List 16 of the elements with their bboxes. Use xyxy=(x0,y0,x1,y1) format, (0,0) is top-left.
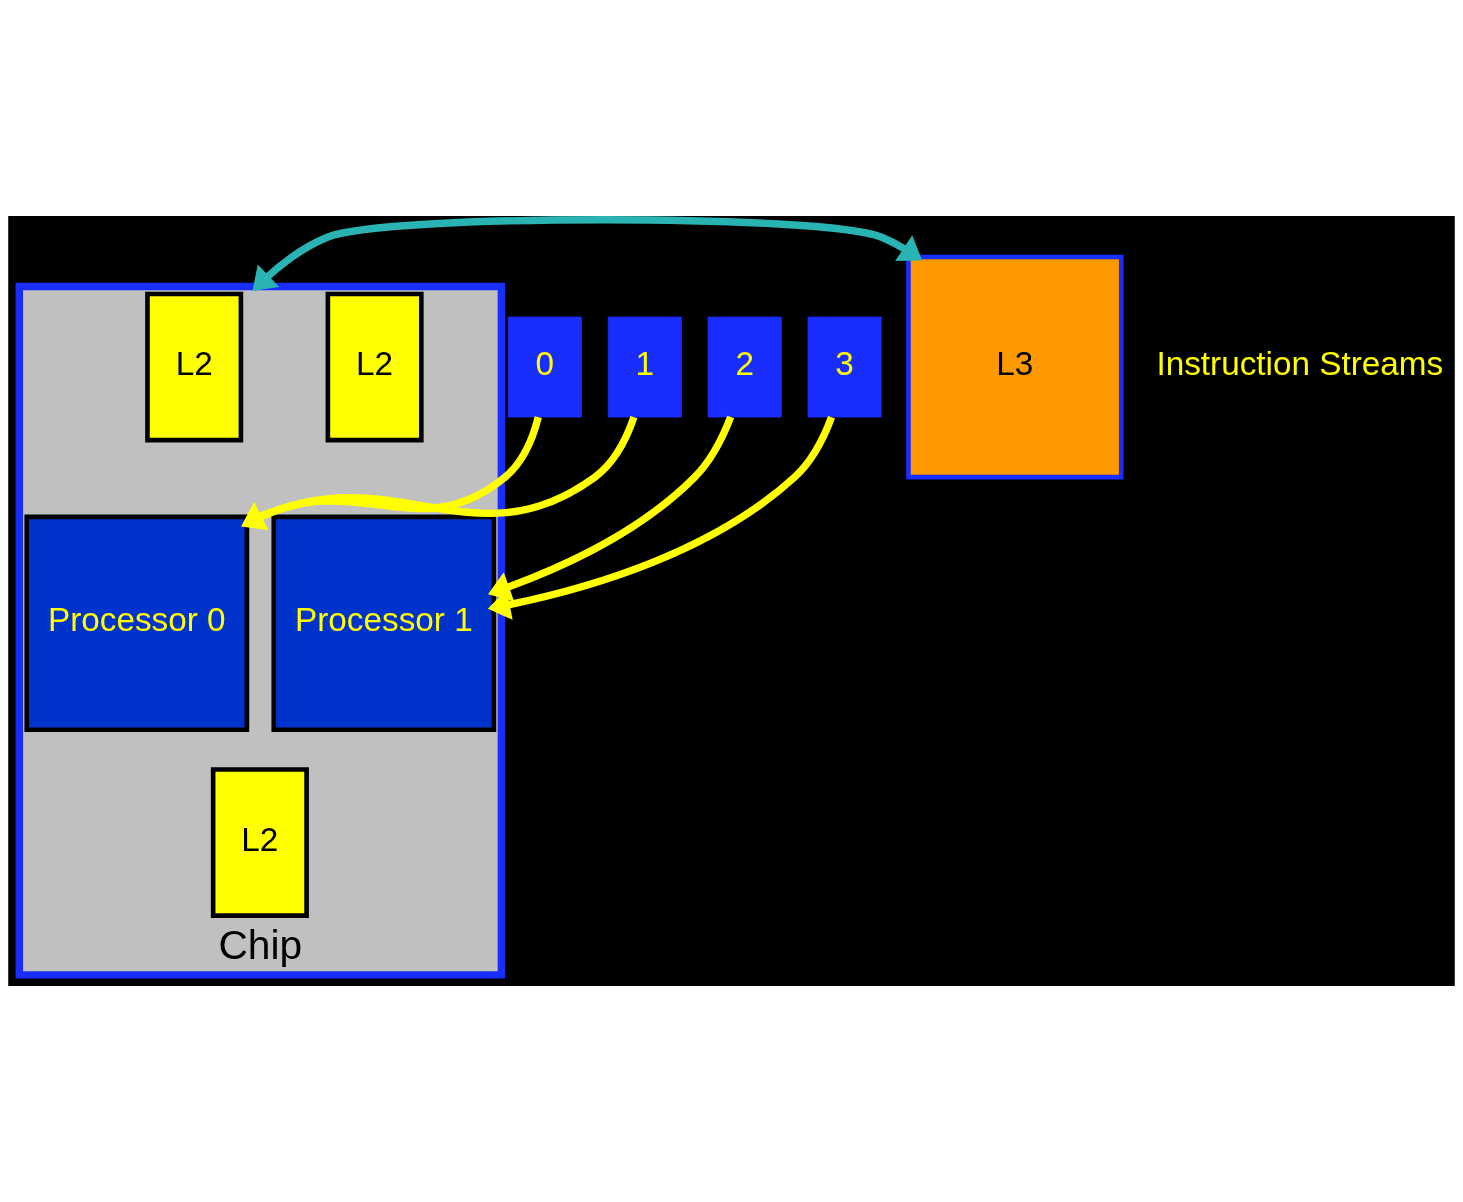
node-box: 3 xyxy=(807,316,882,418)
node-box: L2 xyxy=(145,291,244,443)
arrow xyxy=(487,415,835,620)
node-box: L2 xyxy=(325,291,424,443)
node-box: Processor 1 xyxy=(271,514,497,733)
arrow xyxy=(252,216,923,291)
arrow xyxy=(488,415,735,602)
node-box: L3 xyxy=(906,254,1124,480)
label: Instruction Streams xyxy=(1156,345,1444,383)
node-box: 0 xyxy=(507,316,582,418)
node-box: 1 xyxy=(607,316,682,418)
node-box: L2 xyxy=(210,767,309,918)
node-box: 2 xyxy=(707,316,782,418)
node-box: Processor 0 xyxy=(24,514,250,733)
arrow xyxy=(241,416,542,531)
arrow xyxy=(241,415,638,531)
